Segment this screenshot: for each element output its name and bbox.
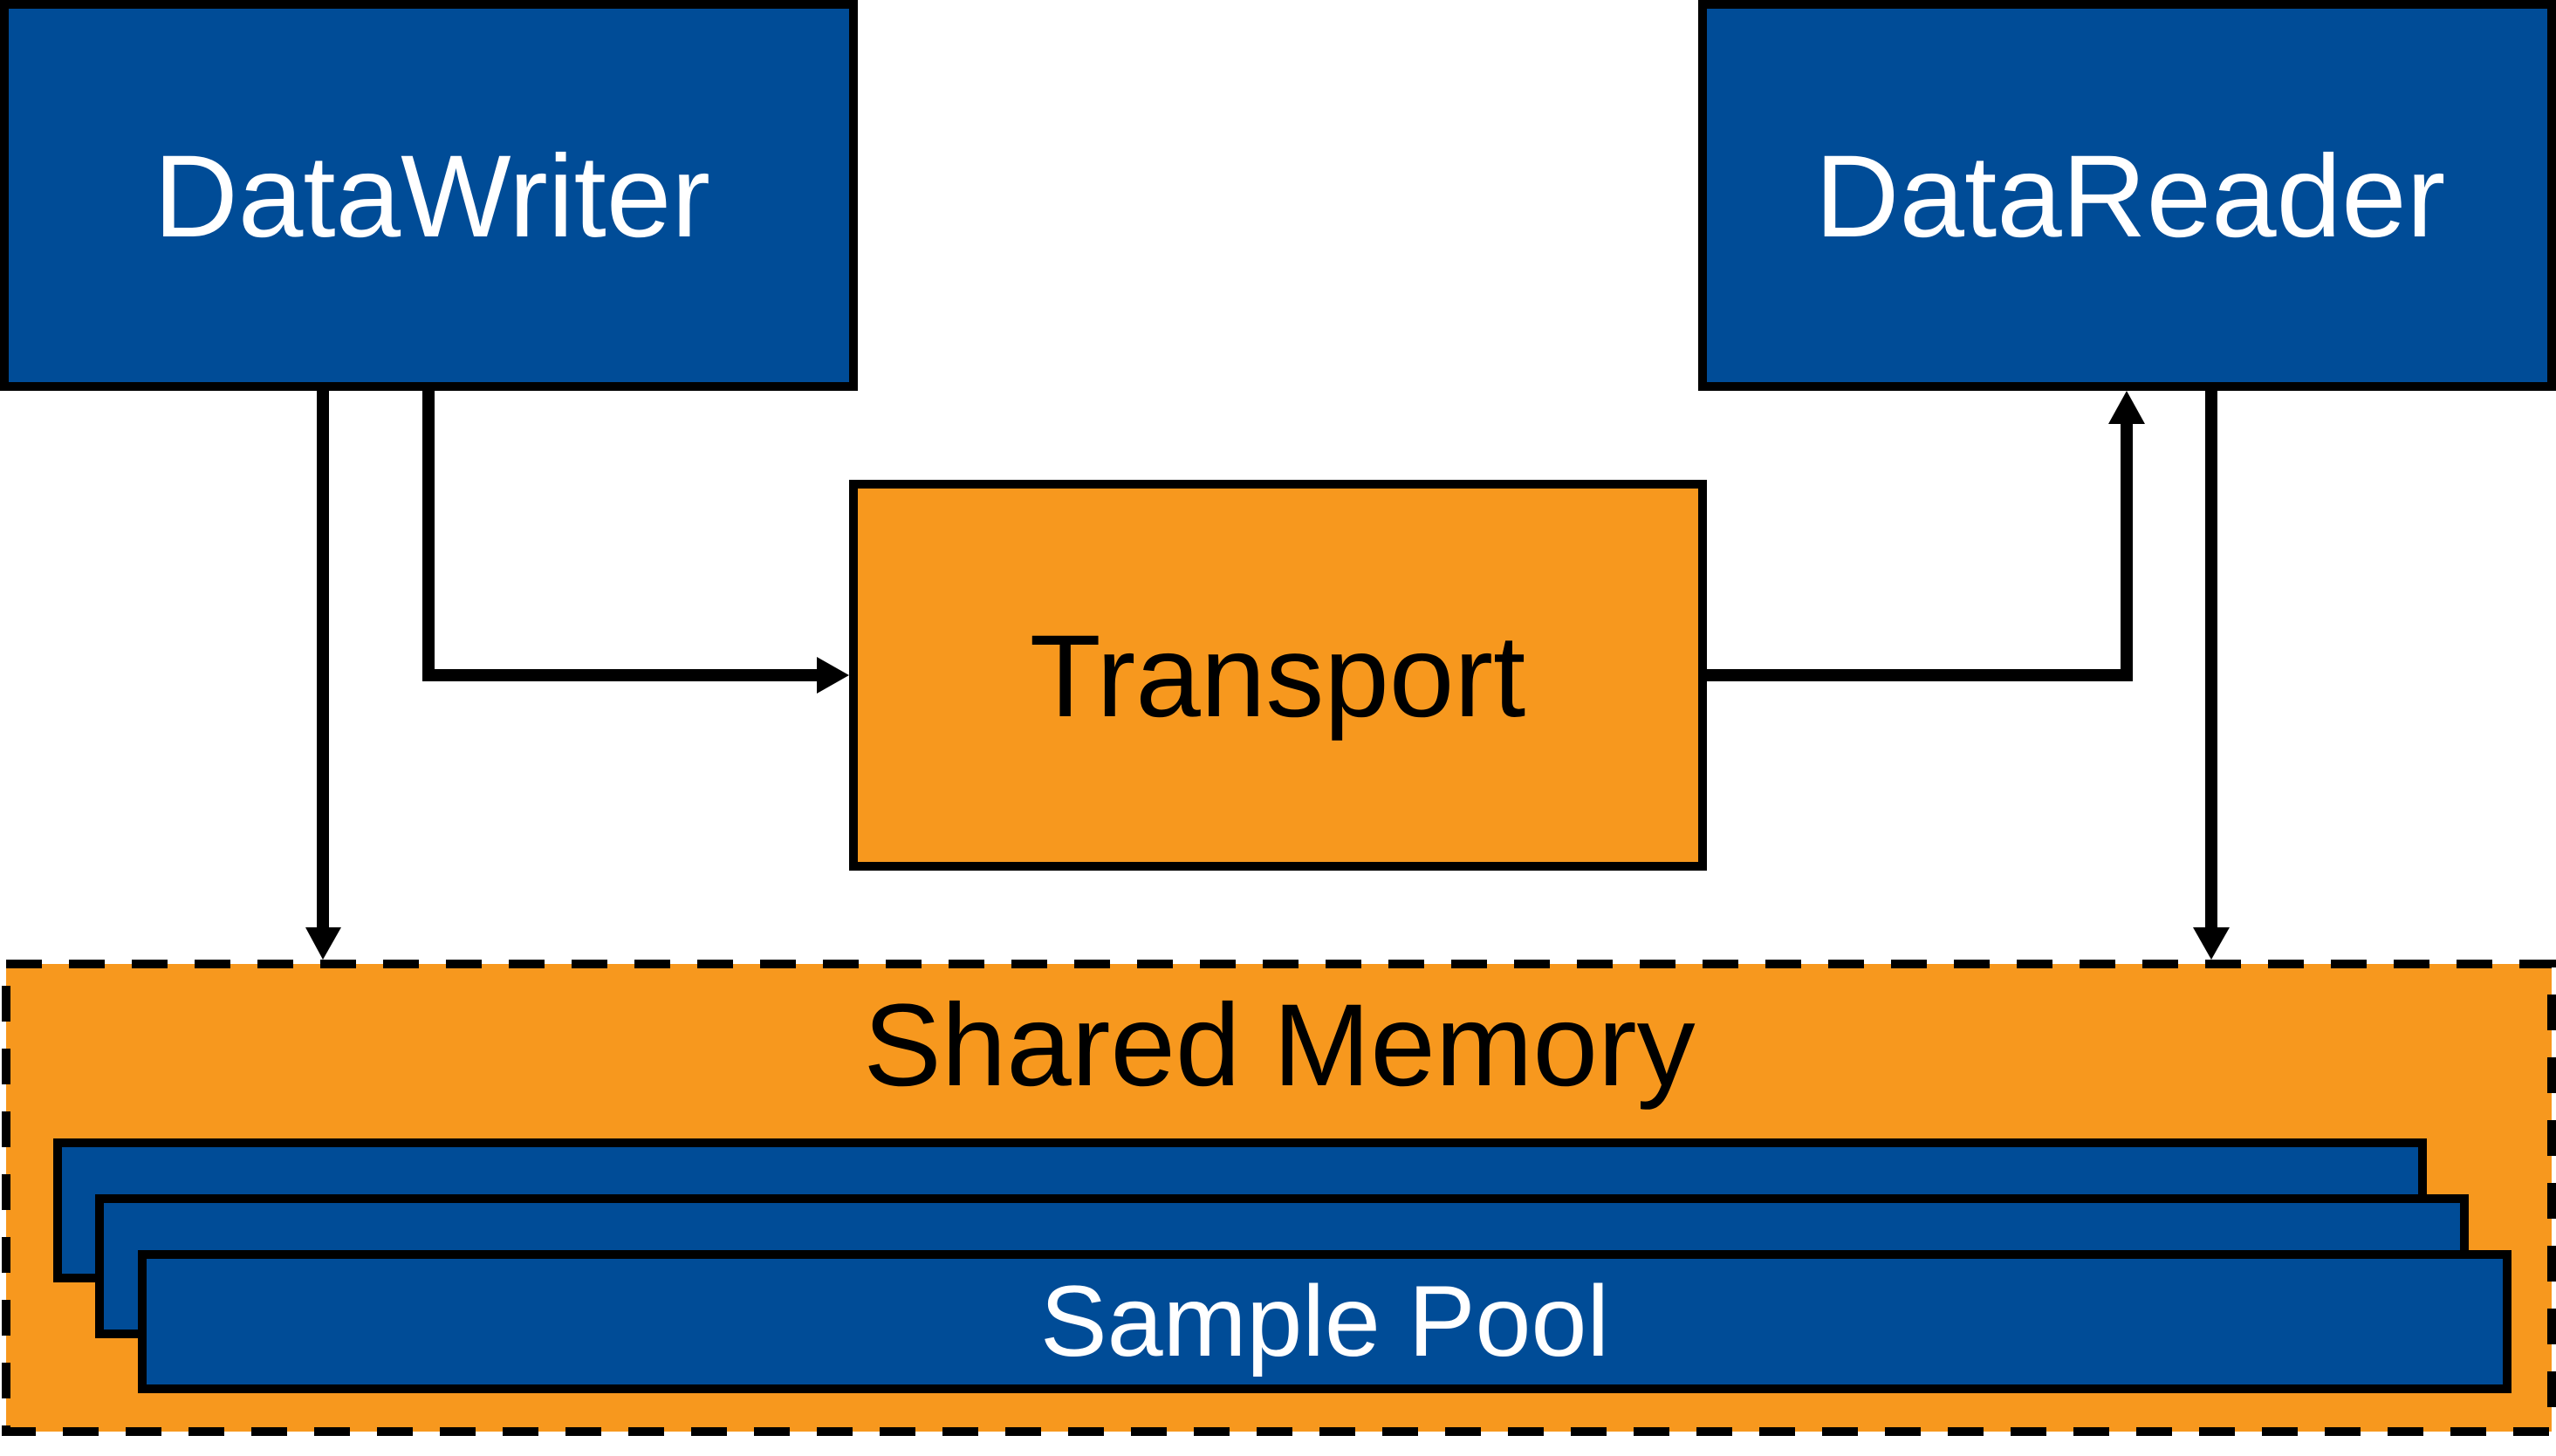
sample-pool-label: Sample Pool	[1040, 1266, 1609, 1377]
data-reader-node: DataReader	[1698, 0, 2556, 391]
connector-line	[422, 391, 820, 681]
edge-reader-to-shared-memory	[2193, 391, 2230, 960]
sample-pool-layer-front	[138, 1250, 2511, 1393]
shared-memory-label: Shared Memory	[863, 981, 1695, 1111]
arrowhead-down-icon	[305, 927, 341, 960]
edge-writer-to-shared-memory	[305, 391, 341, 960]
sample-pool-stack: Sample Pool	[53, 1138, 2511, 1393]
data-writer-box	[0, 0, 858, 391]
connector-line	[1707, 422, 2133, 681]
edge-transport-to-reader	[1707, 391, 2145, 681]
data-reader-label: DataReader	[1815, 132, 2446, 262]
arrowhead-right-icon	[817, 657, 849, 694]
data-writer-node: DataWriter	[0, 0, 858, 391]
transport-node: Transport	[849, 480, 1707, 871]
arrowhead-up-icon	[2108, 391, 2145, 424]
data-reader-box	[1698, 0, 2556, 391]
edge-writer-to-transport	[422, 391, 849, 694]
transport-label: Transport	[1030, 612, 1525, 742]
transport-box	[849, 480, 1707, 871]
data-writer-label: DataWriter	[154, 132, 710, 262]
arrowhead-down-icon	[2193, 927, 2230, 960]
